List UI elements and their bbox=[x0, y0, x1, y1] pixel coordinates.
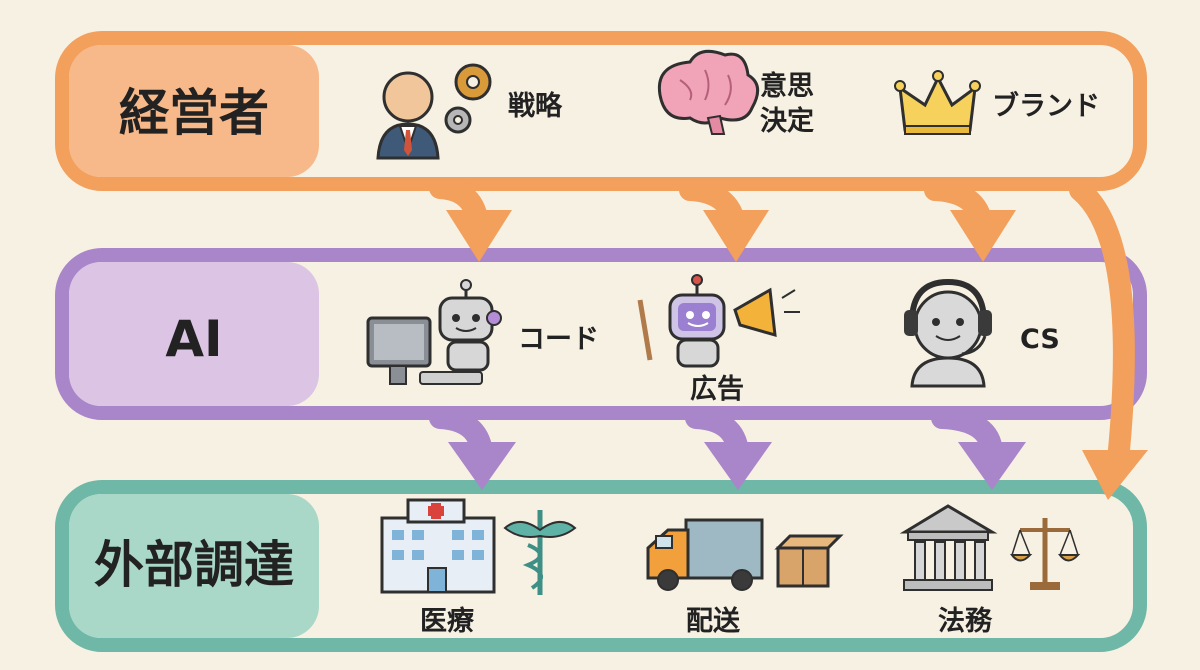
courthouse-scales-icon bbox=[899, 504, 1081, 591]
tier-executive-title: 経営者 bbox=[119, 84, 269, 142]
robot-headset-icon bbox=[904, 278, 992, 388]
tier-external-label-box bbox=[69, 494, 319, 638]
arrowhead-ai-delivery bbox=[704, 442, 772, 490]
item-label-ads: 広告 bbox=[690, 373, 744, 405]
item-label-legal: 法務 bbox=[938, 606, 993, 637]
item-label-brand: ブランド bbox=[992, 90, 1100, 122]
arrowhead-ai-medical bbox=[448, 442, 516, 490]
arrowheads-ai bbox=[448, 442, 1026, 490]
item-label-medical: 医療 bbox=[420, 606, 475, 637]
tier-ai-frame bbox=[55, 248, 1147, 420]
arrowhead-exec-cs bbox=[950, 210, 1016, 262]
arrowheads-executive bbox=[446, 210, 1148, 500]
tier-ai: AI bbox=[55, 248, 1147, 420]
truck-box-icon bbox=[646, 518, 844, 591]
crown-icon bbox=[894, 70, 981, 135]
item-label-decision-line1: 意思 bbox=[760, 70, 814, 102]
arrowhead-ai-legal bbox=[958, 442, 1026, 490]
item-label-delivery: 配送 bbox=[686, 606, 740, 637]
tier-executive: 経営者 bbox=[55, 31, 1147, 191]
arrow-exec-to-external bbox=[1069, 179, 1135, 471]
arrowhead-exec-code bbox=[446, 210, 512, 262]
arrowhead-exec-external bbox=[1082, 450, 1148, 500]
item-label-cs: CS bbox=[1020, 324, 1060, 355]
tier-external: 外部調達 bbox=[55, 480, 1147, 652]
tier-ai-label-box bbox=[69, 262, 319, 406]
item-label-strategy: 戦略 bbox=[508, 90, 563, 122]
item-label-decision-line2: 決定 bbox=[760, 105, 814, 137]
arrowhead-exec-ad bbox=[703, 210, 769, 262]
item-label-code: コード bbox=[518, 324, 599, 355]
tier-executive-label-box bbox=[69, 45, 319, 177]
brain-icon bbox=[657, 49, 760, 135]
tier-ai-title: AI bbox=[165, 310, 222, 368]
robot-megaphone-icon bbox=[637, 274, 800, 368]
robot-computer-icon bbox=[366, 279, 502, 385]
businessman-gears-icon bbox=[376, 63, 492, 160]
hospital-caduceus-icon bbox=[380, 498, 577, 595]
tier-external-frame bbox=[55, 480, 1147, 652]
tier-executive-frame bbox=[55, 31, 1147, 191]
tier-external-title: 外部調達 bbox=[94, 536, 294, 594]
